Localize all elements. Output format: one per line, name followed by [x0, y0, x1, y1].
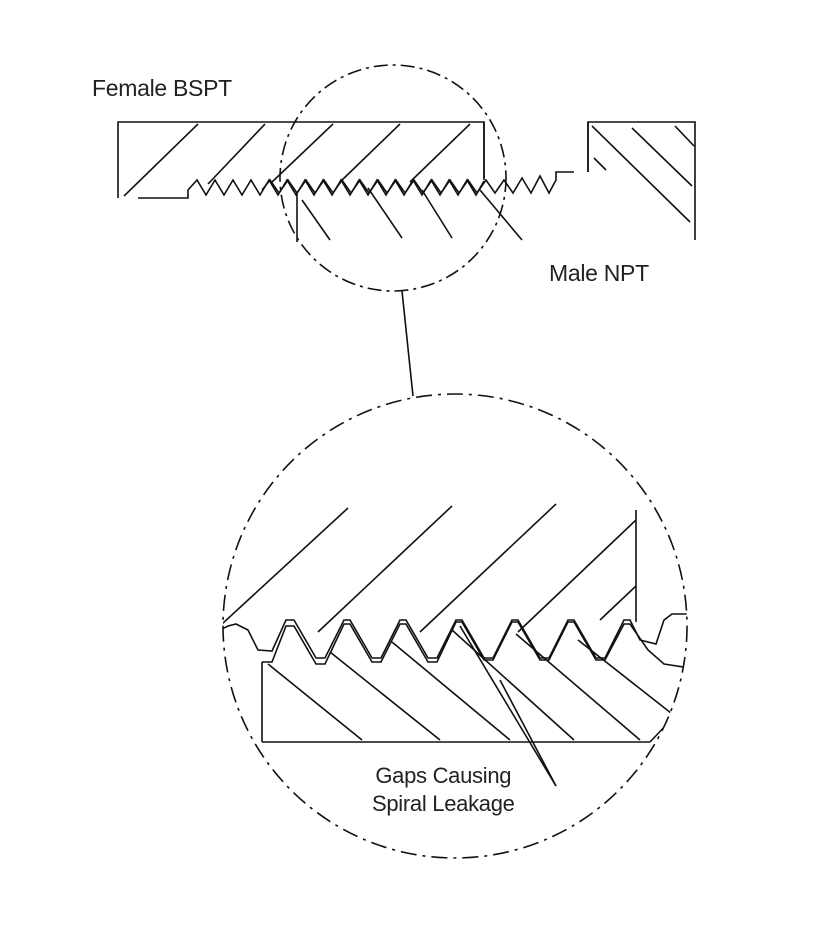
male-right-block	[587, 121, 696, 240]
female-bspt-label: Female BSPT	[92, 75, 232, 101]
detail-leader-line	[401, 290, 414, 397]
gap-label-line1: Gaps Causing	[375, 763, 512, 788]
male-hatching-enlarged	[267, 629, 687, 741]
enlarged-detail	[223, 503, 687, 743]
detail-circle-small	[279, 64, 507, 292]
male-hatching	[301, 125, 695, 241]
male-thread-enlarged	[262, 621, 687, 669]
female-hatching	[123, 123, 471, 197]
male-thread-profile	[261, 171, 574, 195]
male-npt-label: Male NPT	[549, 260, 649, 286]
detail-circle-large	[222, 393, 688, 859]
female-bspt-fitting	[117, 121, 485, 199]
female-hatching-enlarged	[223, 503, 637, 633]
gap-leader-line	[499, 679, 557, 787]
female-thread-enlarged	[223, 613, 687, 659]
gap-leakage-label: Gaps Causing Spiral Leakage	[372, 762, 515, 818]
male-npt-fitting	[261, 121, 696, 242]
female-thread-profile	[138, 178, 485, 199]
gap-label-line2: Spiral Leakage	[372, 791, 515, 816]
gap-leader-line-2	[459, 625, 557, 787]
